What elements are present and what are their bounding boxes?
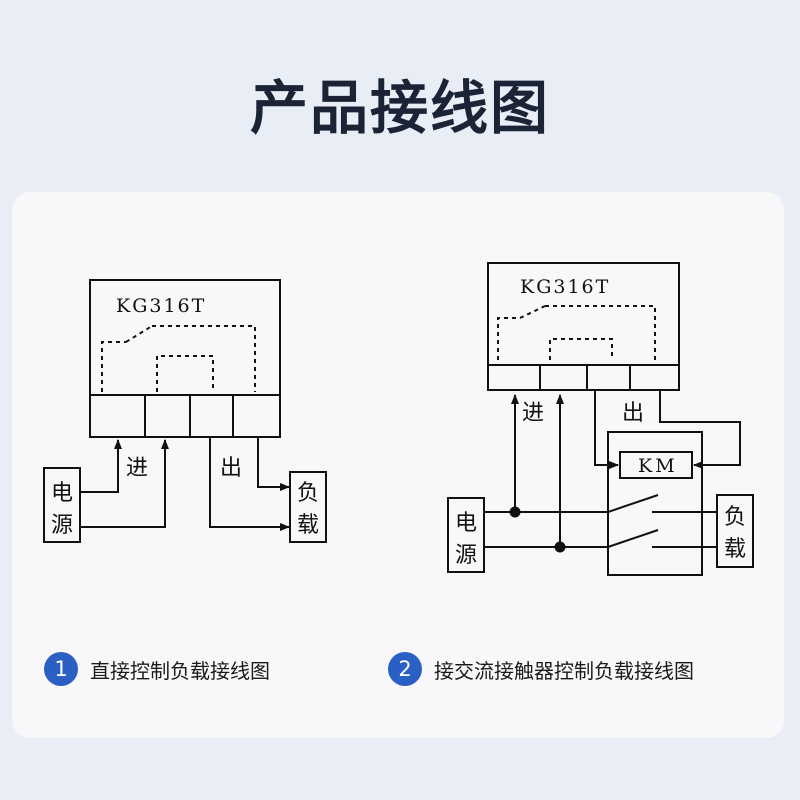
out-label-2: 出 — [622, 401, 644, 426]
power-label-1b: 源 — [51, 513, 73, 538]
power-source-box-2 — [447, 497, 485, 573]
timer-device-1 — [89, 279, 281, 438]
diagram-direct-control — [43, 279, 327, 543]
terminal-block-1 — [90, 394, 280, 437]
caption-number-badge-1: 1 — [44, 652, 78, 686]
out-label-1: 出 — [220, 456, 242, 481]
relay-contact-2 — [497, 305, 656, 360]
caption-1: 1 直接控制负载接线图 — [44, 648, 270, 690]
power-source-box-1 — [43, 467, 81, 543]
contactor-switch-2 — [607, 529, 659, 548]
caption-2: 2 接交流接触器控制负载接线图 — [388, 648, 694, 690]
km-coil — [619, 451, 693, 479]
wire-out-2 — [257, 437, 290, 491]
wire-in-2 — [80, 439, 169, 528]
load-label-2a: 负 — [724, 505, 746, 530]
power-label-1a: 电 — [51, 481, 73, 506]
device-model-label-2: KG316T — [520, 276, 610, 298]
caption-text-2: 接交流接触器控制负载接线图 — [434, 658, 694, 683]
in-label-2: 进 — [522, 401, 544, 426]
load-label-1b: 载 — [297, 513, 319, 538]
page-title: 产品接线图 — [249, 74, 550, 142]
terminal-block-2 — [488, 364, 679, 390]
caption-text-1: 直接控制负载接线图 — [90, 658, 270, 683]
wire-in-1 — [80, 439, 122, 493]
wire-out-1 — [209, 437, 290, 531]
wire-out-1b — [594, 390, 619, 469]
load-label-1a: 负 — [297, 481, 319, 506]
junction-1 — [509, 506, 521, 518]
km-label: KM — [638, 455, 678, 477]
device-model-label-1: KG316T — [116, 295, 206, 317]
wire-out-2b — [659, 390, 741, 469]
diagram-card — [12, 192, 784, 738]
load-box-2 — [716, 494, 754, 568]
caption-number-badge-2: 2 — [388, 652, 422, 686]
contactor-enclosure — [607, 431, 703, 576]
load-box-1 — [289, 471, 327, 543]
diagram-contactor-control — [447, 262, 754, 576]
in-label-1: 进 — [126, 456, 148, 481]
contactor-switch-1 — [607, 494, 659, 513]
relay-contact-1 — [101, 325, 256, 392]
power-label-2a: 电 — [455, 511, 477, 536]
timer-device-2 — [487, 262, 680, 391]
load-label-2b: 载 — [724, 537, 746, 562]
power-label-2b: 源 — [455, 543, 477, 568]
junction-2 — [554, 541, 566, 553]
